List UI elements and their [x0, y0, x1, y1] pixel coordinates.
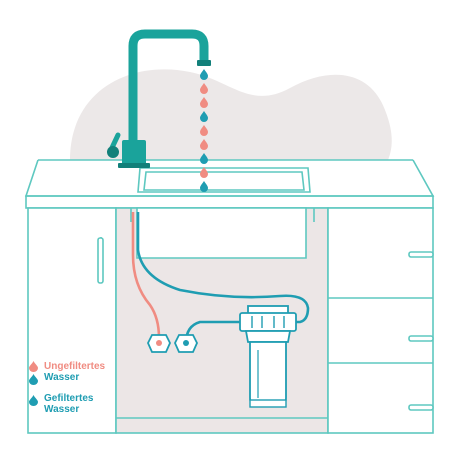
angle-valve-unfiltered	[147, 334, 171, 353]
red-drop-icon	[200, 97, 208, 108]
angle-valve-filtered	[174, 334, 198, 353]
legend-unfiltered-line1: Ungefiltertes	[44, 361, 106, 372]
red-drop-icon	[200, 83, 208, 94]
faucet	[107, 29, 211, 168]
unfiltered-pipe	[131, 212, 161, 339]
red-drop-icon	[28, 361, 38, 372]
drawer-handle-top	[408, 251, 434, 258]
legend-unfiltered-line2: Wasser	[44, 372, 80, 383]
teal-drop-icon	[200, 181, 208, 192]
legend-filtered: Gefiltertes Wasser	[26, 393, 93, 415]
water-stream	[200, 69, 208, 192]
red-drop-icon	[200, 167, 208, 178]
left-cabinet-handle	[97, 237, 104, 284]
teal-drop-icon	[200, 153, 208, 164]
legend-unfiltered: Ungefiltertes Wasser	[26, 361, 105, 385]
sink-basin	[137, 167, 311, 193]
water-filter	[239, 305, 297, 408]
drawer-handle-middle	[408, 335, 434, 342]
teal-drop-icon	[28, 395, 38, 406]
red-drop-icon	[200, 139, 208, 150]
drawer-handle-bottom	[408, 404, 434, 411]
legend-filtered-line2: Wasser	[44, 404, 80, 415]
legend-filtered-line1: Gefiltertes	[44, 393, 94, 404]
backdrop-shape	[70, 69, 392, 160]
red-drop-icon	[200, 125, 208, 136]
teal-drop-icon	[200, 111, 208, 122]
right-cabinet	[327, 207, 434, 434]
teal-drop-icon	[28, 374, 38, 385]
teal-drop-icon	[200, 69, 208, 80]
filtered-pipe	[136, 212, 310, 324]
